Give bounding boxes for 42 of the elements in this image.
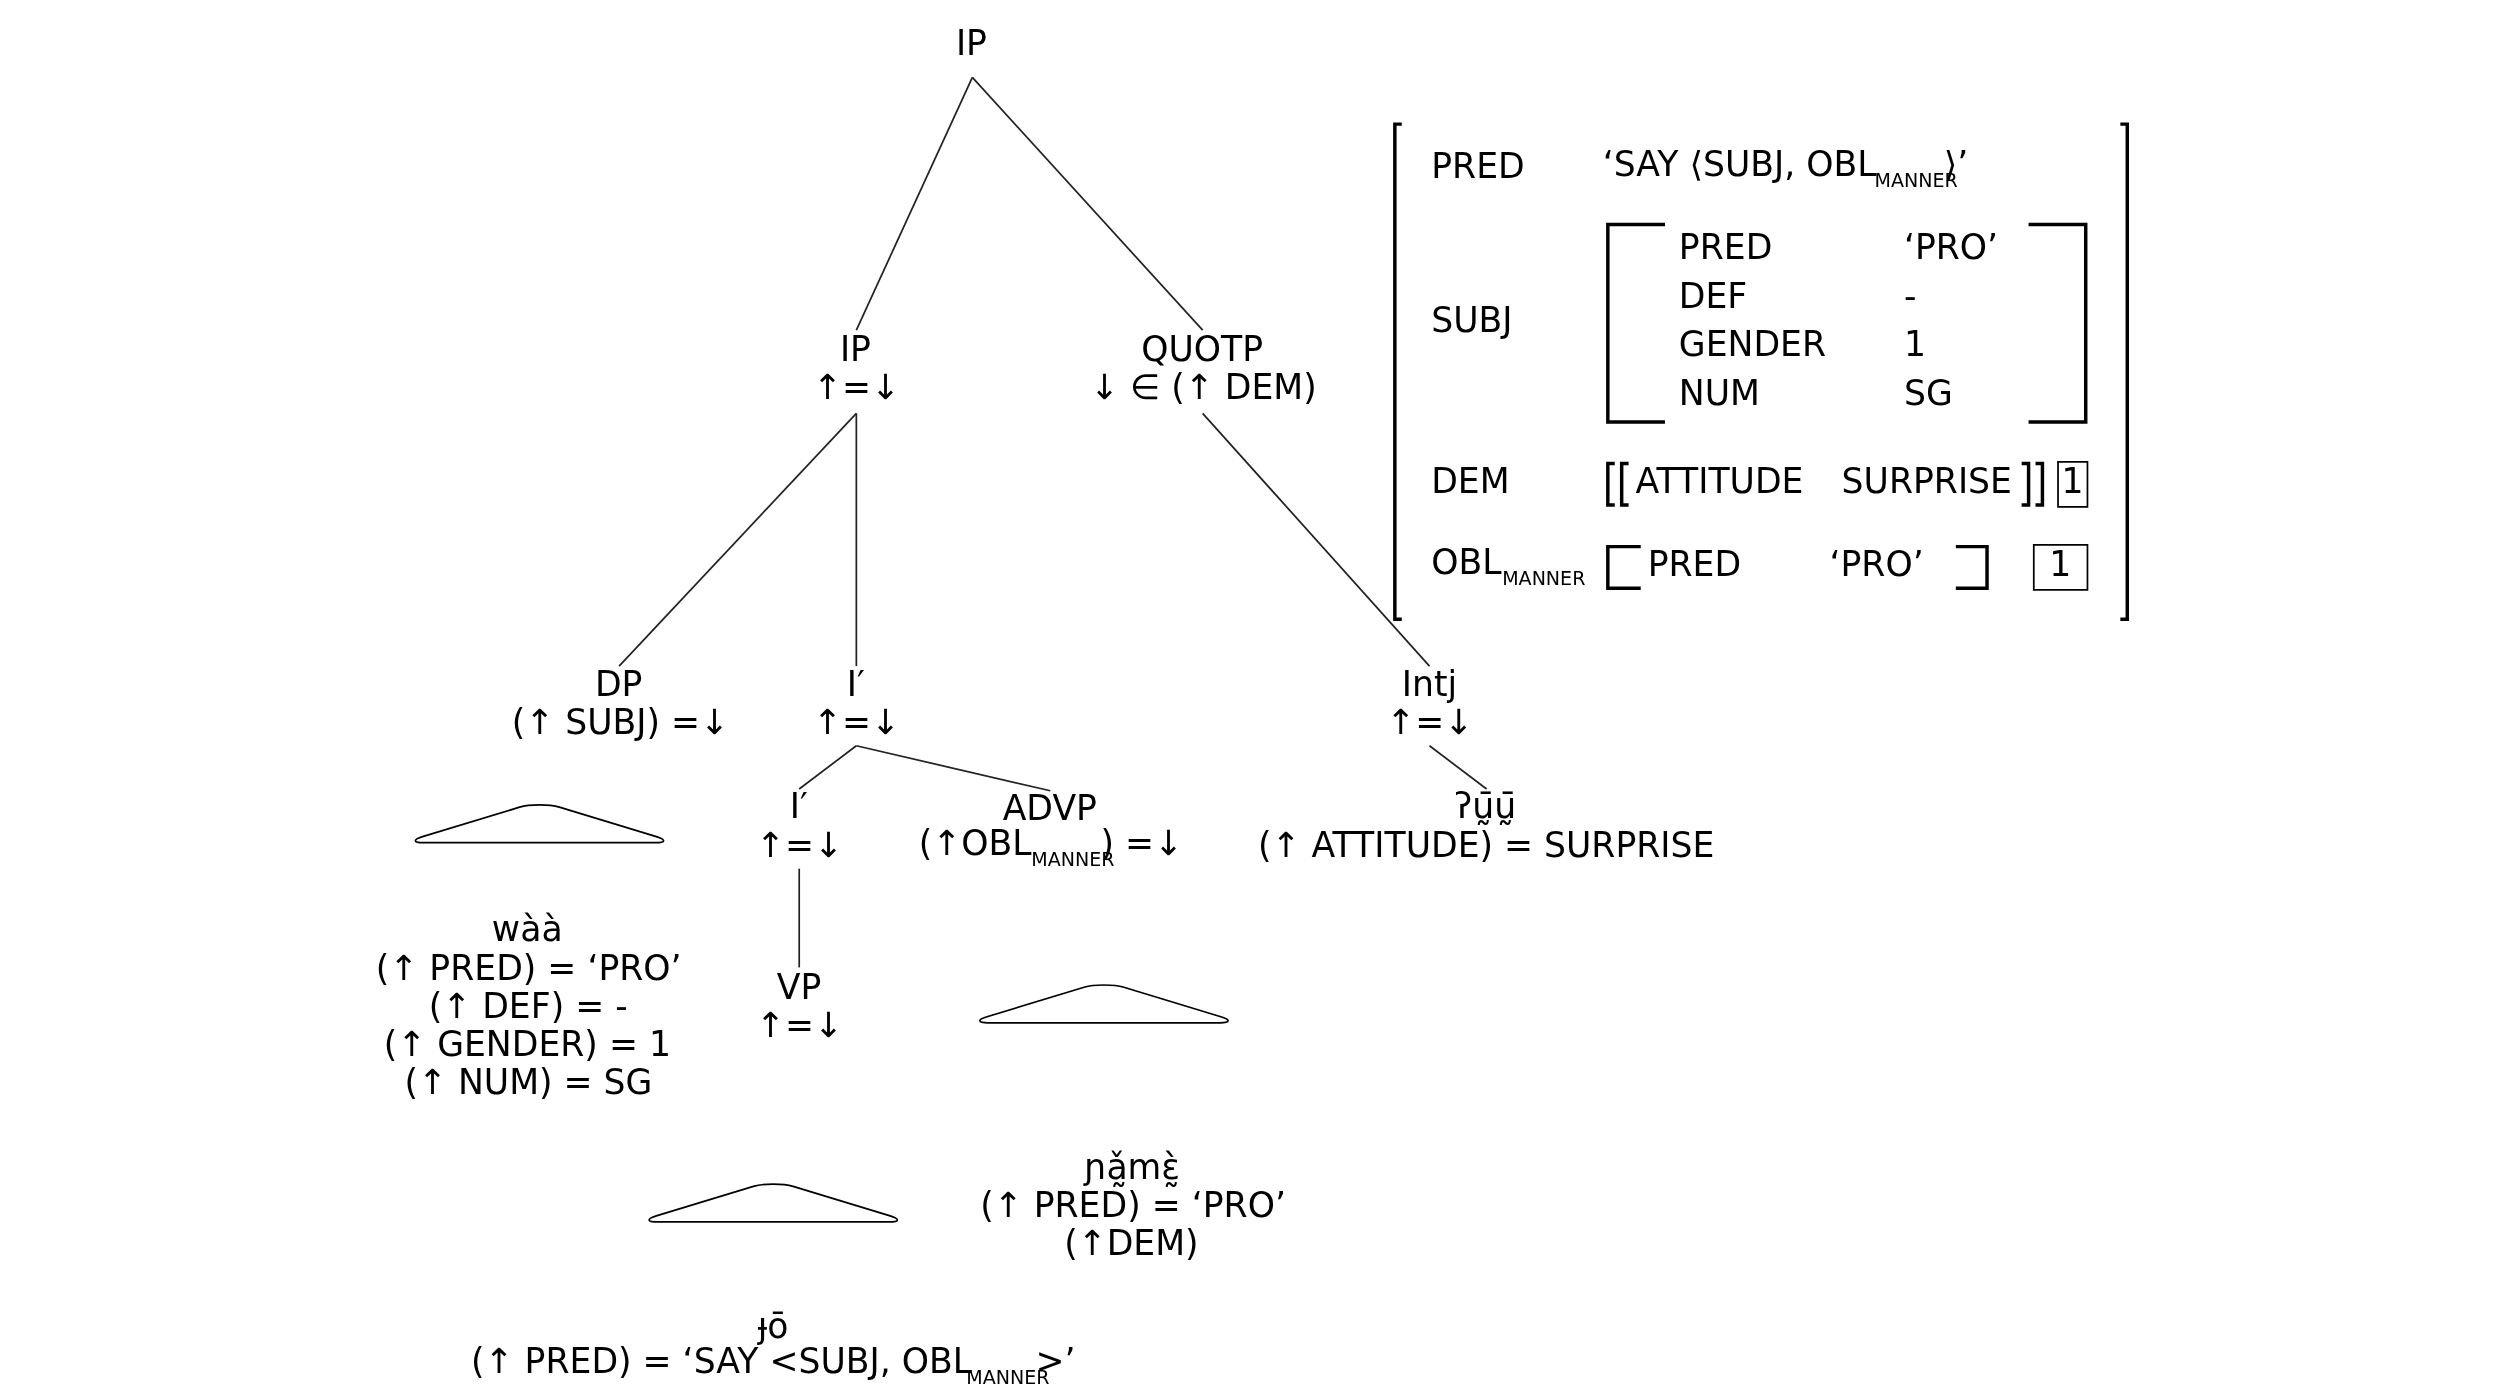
connector [855,744,1052,792]
connector [855,412,858,667]
node-text: wàà (↑ PRED) = ‘PRO’ (↑ DEF) = - (↑ GENDER) = 1 (↑ NUM) = SG [375,909,682,1102]
node-triangle [648,1183,899,1223]
connector [618,412,858,667]
label: 1 [2061,460,2084,501]
label: PRED [1678,227,1773,268]
label: SUBJ [1431,299,1513,340]
label: GENDER [1678,324,1827,365]
label: 1 [2049,544,2072,585]
connector [1201,412,1431,667]
label: ‘PRO’ [1903,227,1999,268]
node-text: QUOTP ↓ ∈ (↑ DEM) [1090,329,1317,408]
node-text: IP ↑=↓ [813,329,901,408]
label: DEF [1678,275,1748,316]
label: PRED [1431,145,1525,186]
node-text: IP [955,22,987,63]
node-triangle [979,984,1229,1024]
label: ATTITUDE [1635,460,1804,501]
node-text: ɟō (↑ PRED) = ‘SAY <SUBJ, OBL$_{MANNER}$>’ [471,1305,1076,1388]
connector [855,76,974,332]
label: OBL$_{MANNER}$ [1431,542,1586,590]
connector [1428,744,1488,790]
label: PRED [1647,544,1742,585]
node-text: I′ ↑=↓ [813,663,901,742]
label: NUM [1678,372,1760,413]
label: ‘PRO’ [1829,544,1924,585]
connector [798,867,801,969]
label: - [1903,275,1917,316]
node-text: I′ ↑=↓ [755,786,843,865]
label: SG [1903,372,1953,413]
node-text: ʔṵ̄ṵ̄ (↑ ATTITUDE) = SURPRISE [1258,786,1715,865]
node-triangle [414,804,665,844]
node-text: DP (↑ SUBJ) =↓ [511,663,730,742]
label: DEM [1431,460,1510,501]
node-text: ɲǎ̰mɛ̰̀ (↑ PRED) = ‘PRO’ (↑DEM) [980,1146,1286,1263]
node-text: Intj ↑=↓ [1386,663,1474,742]
connector [798,744,858,790]
connector [971,76,1204,332]
label: 1 [1903,324,1926,365]
node-text: VP ↑=↓ [755,966,843,1045]
label: SURPRISE [1841,460,2012,501]
